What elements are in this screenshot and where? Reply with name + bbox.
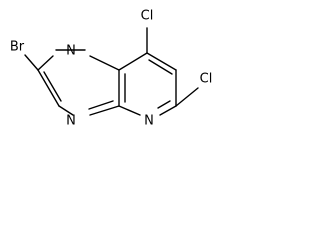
- bond-c2-c3-double: [43, 71, 62, 102]
- bond-c6-cl: [175, 87, 199, 107]
- bond-n5-c4a: [118, 105, 141, 116]
- bond-n1-c8a: [89, 55, 120, 71]
- bond-c2-c3: [37, 69, 60, 107]
- atom-cl-top: Cl: [141, 9, 154, 24]
- bond-c8-c7-double: [148, 59, 173, 75]
- atom-n-bottom-right: N: [144, 114, 154, 129]
- bond-c6-n5-double: [157, 100, 171, 109]
- structure-svg: Br Cl Cl N N N: [10, 9, 213, 129]
- bond-c8-c7: [146, 52, 177, 71]
- atom-br: Br: [10, 40, 25, 55]
- atom-n-top: N: [66, 44, 76, 59]
- bond-c3-n4: [58, 105, 74, 116]
- bond-c2-br: [24, 54, 39, 71]
- bond-c2-n1: [37, 55, 54, 71]
- atom-cl-right: Cl: [200, 72, 213, 87]
- atom-n-bottom-left: N: [66, 114, 76, 129]
- molecule-diagram: Br Cl Cl N N N: [0, 0, 232, 137]
- bond-n4-c4a-double: [88, 100, 114, 110]
- bond-c6-n5: [159, 105, 177, 116]
- bond-c8a-c8: [118, 52, 148, 71]
- bond-n4-c4a: [89, 105, 120, 116]
